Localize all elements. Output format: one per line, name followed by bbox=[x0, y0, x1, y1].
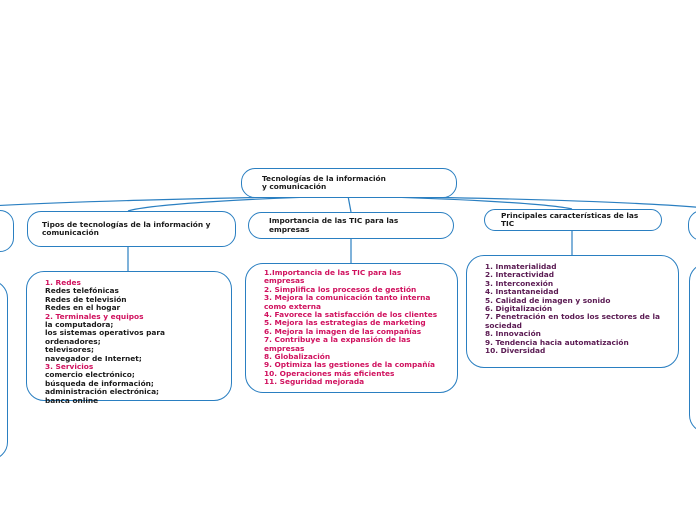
detail-line: banca online bbox=[45, 395, 99, 405]
detail-line: 3. Interconexión bbox=[485, 278, 554, 288]
detail-line: búsqueda de información; bbox=[45, 378, 154, 388]
detail-line: 8. Globalización bbox=[264, 352, 331, 362]
detail-line: 1.Importancia de las TIC para las empres… bbox=[264, 268, 402, 286]
detail-line: televisores; bbox=[45, 345, 94, 355]
branch-2-title: Importancia de las TIC para las empresas bbox=[269, 216, 399, 234]
detail-line: 10. Diversidad bbox=[485, 346, 546, 356]
detail-line: 9. Tendencia hacia automatización bbox=[485, 337, 629, 347]
root-node[interactable]: Tecnologías de la información y comunica… bbox=[241, 168, 457, 198]
detail-line: navegador de Internet; bbox=[45, 353, 142, 363]
link-root-branch-2 bbox=[347, 195, 352, 213]
detail-line: 2. Terminales y equipos bbox=[45, 311, 144, 321]
detail-line: 9. Optimiza las gestiones de la compañía bbox=[264, 360, 436, 370]
detail-line: 8. Innovación bbox=[485, 329, 541, 339]
branch-3-node[interactable]: Principales características de las TIC bbox=[484, 209, 662, 231]
detail-line: 2. Interactividad bbox=[485, 270, 555, 280]
detail-line: 4. Favorece la satisfacción de los clien… bbox=[264, 310, 438, 320]
branch-1-detail[interactable]: 1. Redes Redes telefónicas Redes de tele… bbox=[26, 271, 232, 405]
detail-line: 7. Penetración en todos los sectores de … bbox=[485, 312, 661, 330]
detail-line: Redes telefónicas bbox=[45, 286, 119, 296]
detail-line: Redes en el hogar bbox=[45, 303, 121, 313]
branch-2-node[interactable]: Importancia de las TIC para las empresas bbox=[248, 212, 454, 239]
detail-line: la computadora; bbox=[45, 320, 114, 330]
branch-3-detail[interactable]: 1. Inmaterialidad 2. Interactividad 3. I… bbox=[466, 255, 679, 368]
detail-line: comercio electrónico; bbox=[45, 370, 135, 380]
offscreen-node-left-bottom[interactable] bbox=[0, 280, 8, 460]
detail-line: 6. Digitalización bbox=[485, 304, 553, 314]
detail-line: administración electrónica; bbox=[45, 387, 160, 397]
detail-line: 5. Mejora las estrategias de marketing bbox=[264, 318, 426, 328]
root-title: Tecnologías de la información y comunica… bbox=[262, 173, 386, 191]
branch-2-detail[interactable]: 1.Importancia de las TIC para las empres… bbox=[245, 263, 458, 393]
detail-line: 3. Servicios bbox=[45, 362, 94, 372]
detail-line: 5. Calidad de imagen y sonido bbox=[485, 295, 611, 305]
detail-line: 10. Operaciones más eficientes bbox=[264, 368, 395, 378]
detail-line: 3. Mejora la comunicación tanto interna … bbox=[264, 293, 431, 311]
branch-3-title: Principales características de las TIC bbox=[501, 210, 639, 228]
detail-line: 7. Contribuye a la expansión de las empr… bbox=[264, 335, 411, 353]
detail-line: 6. Mejora la imagen de las compañías bbox=[264, 326, 422, 336]
detail-line: 4. Instantaneidad bbox=[485, 287, 559, 297]
detail-line: los sistemas operativos para ordenadores… bbox=[45, 328, 165, 346]
detail-line: 1. Redes bbox=[45, 278, 81, 287]
detail-line: 11. Seguridad mejorada bbox=[264, 377, 365, 387]
offscreen-node-right-bottom[interactable] bbox=[689, 263, 696, 433]
detail-line: Redes de televisión bbox=[45, 294, 127, 304]
branch-1-node[interactable]: Tipos de tecnologías de la información y… bbox=[27, 211, 236, 247]
branch-1-title: Tipos de tecnologías de la información y… bbox=[42, 219, 211, 237]
detail-line: 1. Inmaterialidad bbox=[485, 262, 557, 271]
detail-line: 2. Simplifica los procesos de gestión bbox=[264, 284, 417, 294]
